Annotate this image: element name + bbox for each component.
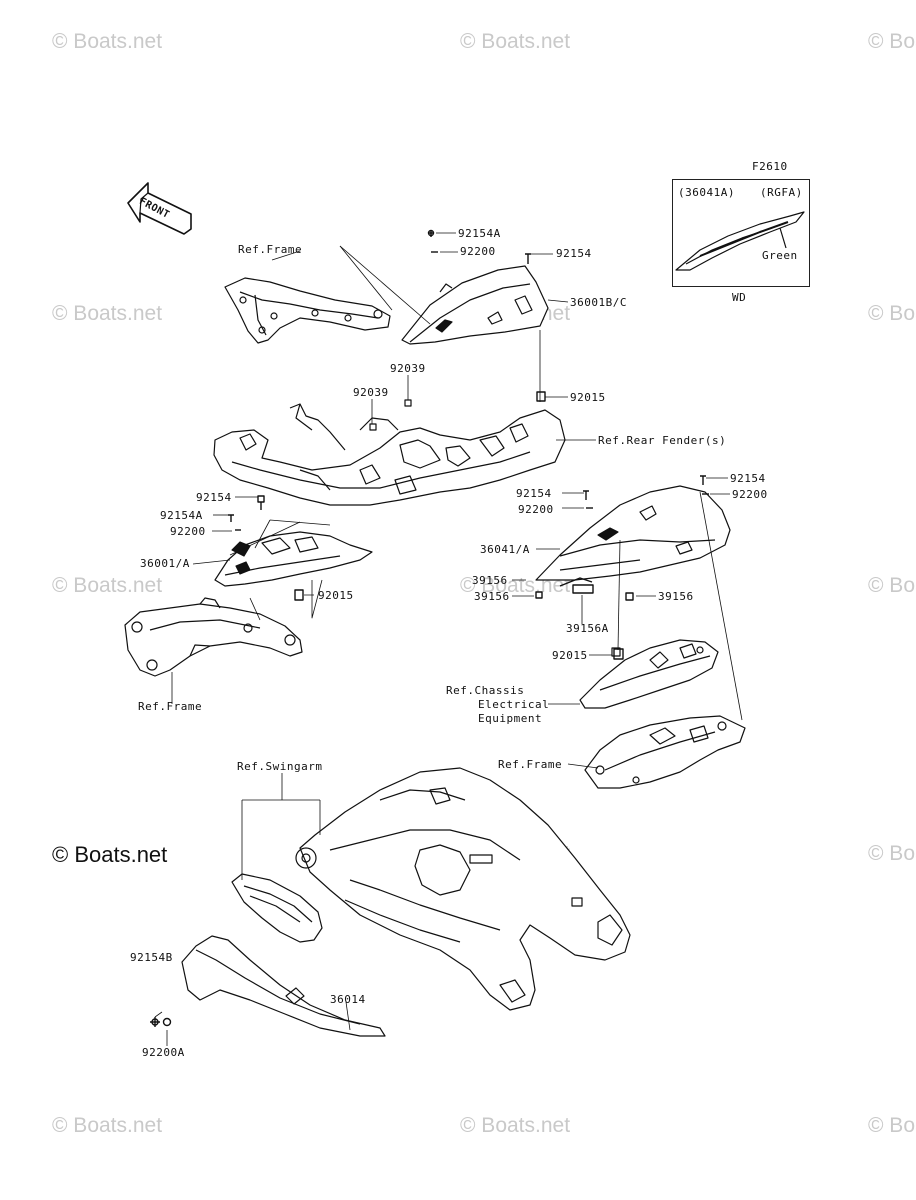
- label-ref-chassis-2: Electrical: [478, 698, 550, 711]
- label-92154a-left: 92154A: [160, 509, 203, 522]
- label-ref-chassis-3: Equipment: [478, 712, 543, 725]
- label-36014: 36014: [330, 993, 366, 1006]
- seat-cowl-upper-part: [401, 265, 549, 345]
- label-92200-top: 92200: [460, 245, 496, 258]
- chassis-electrical-part: [579, 639, 719, 709]
- label-39156-b: 39156: [474, 590, 510, 603]
- label-92200-right-top: 92200: [732, 488, 768, 501]
- label-ref-chassis-1: Ref.Chassis: [446, 684, 525, 697]
- watermark: © Boats.net: [52, 1114, 163, 1137]
- watermark: © Boats.net: [868, 30, 916, 53]
- side-cover-right-part: [535, 485, 731, 581]
- label-92039-a: 92039: [390, 362, 426, 375]
- inset-right-code: (RGFA): [760, 186, 803, 199]
- label-92015-left: 92015: [318, 589, 354, 602]
- watermark: © Boats.net: [868, 1114, 916, 1137]
- chain-slider-part: [231, 873, 323, 943]
- watermark: © Boats.net: [460, 30, 571, 53]
- watermark: © Boats.net: [52, 30, 163, 53]
- side-cover-left-part: [214, 531, 373, 587]
- label-92154b: 92154B: [130, 951, 173, 964]
- label-92154-top: 92154: [556, 247, 592, 260]
- label-92200-left: 92200: [170, 525, 206, 538]
- label-ref-rear-fender: Ref.Rear Fender(s): [598, 434, 727, 447]
- watermark: © Boats.net: [868, 302, 916, 325]
- inset-color-note: Green: [762, 249, 798, 262]
- inset-left-code: (36041A): [678, 186, 735, 199]
- inset-caption: WD: [732, 291, 747, 304]
- label-ref-frame-top: Ref.Frame: [238, 243, 303, 256]
- frame-lower-left-part: [124, 597, 303, 677]
- watermark: © Boats.net: [460, 1114, 571, 1137]
- watermark: © Boats.net: [868, 842, 916, 865]
- label-92015-right: 92015: [552, 649, 588, 662]
- label-36001bc: 36001B/C: [570, 296, 627, 309]
- label-92154-left: 92154: [196, 491, 232, 504]
- front-arrow-icon: [127, 182, 192, 235]
- frame-upper-part: [224, 277, 391, 344]
- figure-code: F2610: [752, 160, 788, 173]
- label-92200a: 92200A: [142, 1046, 185, 1059]
- label-39156-a: 39156: [472, 574, 508, 587]
- label-ref-swingarm: Ref.Swingarm: [237, 760, 323, 773]
- fastener-parts: [150, 229, 709, 1027]
- leader-lines: [154, 232, 743, 1046]
- watermark-dark: © Boats.net: [52, 842, 168, 867]
- watermark: © Boats.net: [52, 302, 163, 325]
- label-39156-c: 39156: [658, 590, 694, 603]
- inset-decal-drawing: [675, 211, 805, 271]
- frame-lower-right-part: [584, 715, 746, 789]
- swingarm-part: [295, 767, 631, 1011]
- label-ref-frame-right: Ref.Frame: [498, 758, 563, 771]
- label-92039-b: 92039: [353, 386, 389, 399]
- watermark: © Boats.net: [868, 574, 916, 597]
- label-92154-right-mid: 92154: [516, 487, 552, 500]
- label-92154a-top: 92154A: [458, 227, 501, 240]
- label-36041a: 36041/A: [480, 543, 530, 556]
- inset-panel: [672, 179, 810, 287]
- label-ref-frame-left: Ref.Frame: [138, 700, 203, 713]
- label-92154-right-top: 92154: [730, 472, 766, 485]
- label-39156a: 39156A: [566, 622, 609, 635]
- watermark: © Boats.net: [52, 574, 163, 597]
- label-92015-upper: 92015: [570, 391, 606, 404]
- chain-cover-part: [181, 935, 386, 1037]
- rear-fender-part: [213, 399, 566, 506]
- label-36001a: 36001/A: [140, 557, 190, 570]
- label-92200-right-mid: 92200: [518, 503, 554, 516]
